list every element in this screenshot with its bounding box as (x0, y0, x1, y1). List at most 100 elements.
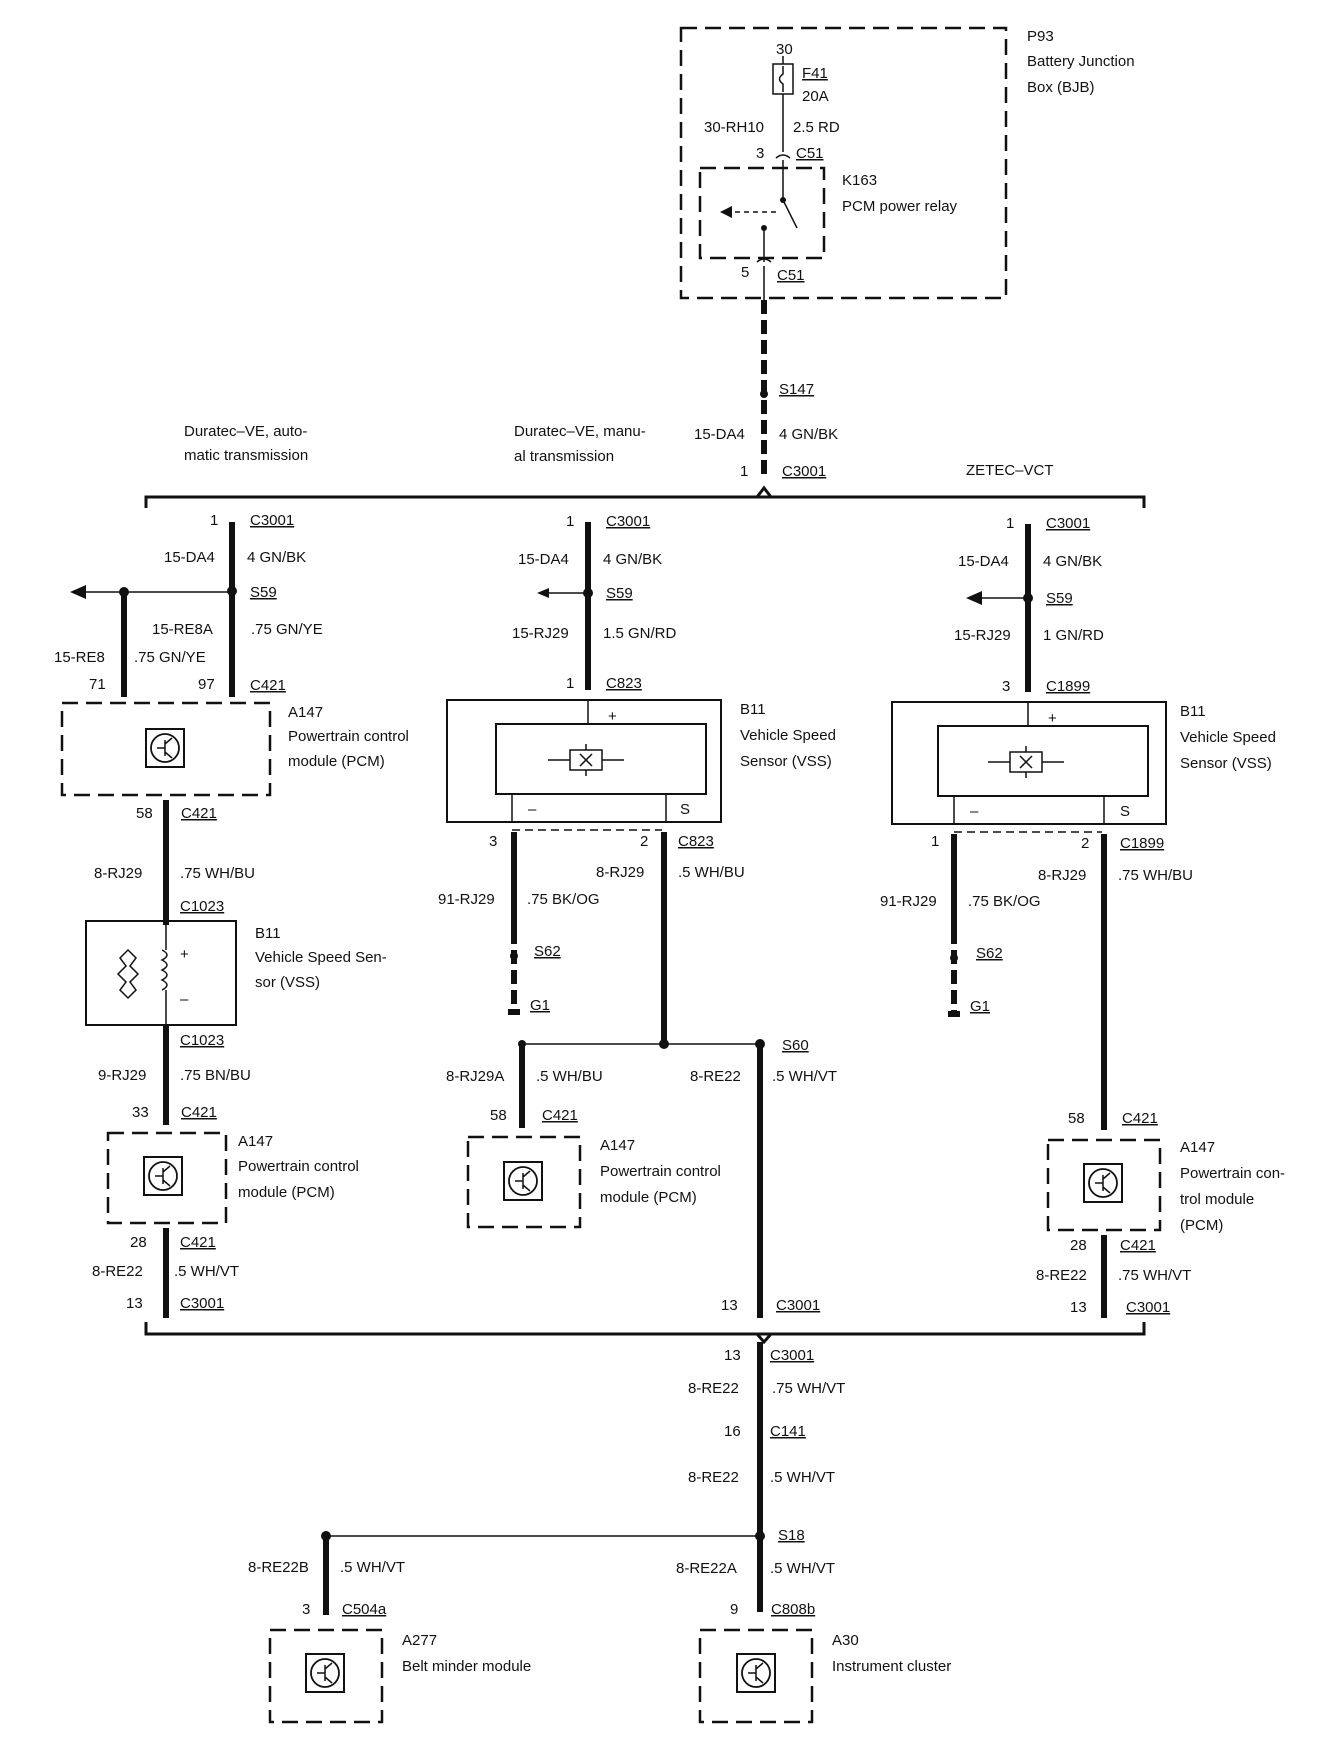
left-pcm2-line2: module (PCM) (238, 1184, 335, 1201)
right-c3001-pin: 1 (1006, 515, 1014, 532)
right-pcm-line3: (PCM) (1180, 1217, 1223, 1234)
mid-c823b: C823 (678, 833, 714, 850)
right-vss-sensor-icon (988, 746, 1064, 778)
left-branch2-id: 15-RE8 (54, 649, 105, 666)
bot-c808b: C808b (771, 1601, 815, 1618)
left-wire-id: 15-DA4 (164, 549, 215, 566)
right-w4-id: 8-RE22 (1036, 1267, 1087, 1284)
mid-pcm-line1: Powertrain control (600, 1163, 721, 1180)
mid-pcm-id: A147 (600, 1137, 635, 1154)
left-c3001b: C3001 (180, 1295, 224, 1312)
bjb-name-line2: Box (BJB) (1027, 79, 1095, 96)
instrument-cluster-name: Instrument cluster (832, 1658, 951, 1675)
right-vss-plus: + (1048, 710, 1057, 727)
right-splice-s62: S62 (976, 945, 1003, 962)
mid-sig-id: 8-RJ29 (596, 864, 644, 881)
bjb-outline (679, 26, 1008, 300)
left-pin97: 97 (198, 676, 215, 693)
splice-s147: S147 (779, 381, 814, 398)
right-pin28: 28 (1070, 1237, 1087, 1254)
relay-in-pin: 3 (756, 145, 764, 162)
left-c3001-pin: 1 (210, 512, 218, 529)
mid-vss-outline (446, 699, 722, 823)
variant-manual-line1: Duratec–VE, manu- (514, 423, 646, 440)
left-pin28: 28 (130, 1234, 147, 1251)
instrument-cluster-outline (698, 1628, 814, 1724)
bot-wa-spec: .5 WH/VT (770, 1560, 835, 1577)
mid-pin1: 1 (566, 675, 574, 692)
mid-splice-arrow-icon (537, 588, 549, 598)
bottom-variant-bracket (144, 1322, 1146, 1336)
left-splice-arrow-icon (70, 585, 86, 599)
bjb-id: P93 (1027, 28, 1054, 45)
mid-ground-g1: G1 (530, 997, 550, 1014)
left-w2-spec: .75 WH/BU (180, 865, 255, 882)
bot-pin13: 13 (724, 1347, 741, 1364)
right-vss-id: B11 (1180, 703, 1206, 720)
mid-vss-minus: – (528, 801, 537, 818)
bot-w1-id: 8-RE22 (688, 1380, 739, 1397)
left-pcm-id: A147 (288, 704, 323, 721)
belt-minder-name: Belt minder module (402, 1658, 531, 1675)
bot-wa-id: 8-RE22A (676, 1560, 737, 1577)
left-c421c: C421 (181, 1104, 217, 1121)
mid-splice-s59: S59 (606, 585, 633, 602)
right-splice-arrow-icon (966, 591, 982, 605)
bot-pin16: 16 (724, 1423, 741, 1440)
left-pcm-line1: Powertrain control (288, 728, 409, 745)
variant-manual-line2: al transmission (514, 448, 614, 465)
left-pin13: 13 (126, 1295, 143, 1312)
left-pin33: 33 (132, 1104, 149, 1121)
right-c3001b: C3001 (1126, 1299, 1170, 1316)
bot-splice-s18: S18 (778, 1527, 805, 1544)
left-vss-id: B11 (255, 925, 281, 942)
left-vss-sensor-icon (116, 925, 168, 1025)
relay-name: PCM power relay (842, 198, 958, 215)
left-w4-id: 8-RE22 (92, 1263, 143, 1280)
mid-w6-spec: .5 WH/VT (772, 1068, 837, 1085)
mid-splice-s60: S60 (782, 1037, 809, 1054)
right-pcm-icon (1083, 1163, 1123, 1203)
right-gnd-id: 91-RJ29 (880, 893, 937, 910)
mid-vss-line1: Vehicle Speed (740, 727, 836, 744)
bot-w2-spec: .5 WH/VT (770, 1469, 835, 1486)
bot-pin3: 3 (302, 1601, 310, 1618)
left-vss-minus: – (180, 991, 189, 1008)
left-pcm2-outline (106, 1131, 228, 1225)
belt-minder-id: A277 (402, 1632, 437, 1649)
left-vss-line1: Vehicle Speed Sen- (255, 949, 387, 966)
feed-wire-id: 15-DA4 (694, 426, 745, 443)
left-pcm2-line1: Powertrain control (238, 1158, 359, 1175)
mid-vss-plus: + (608, 708, 617, 725)
right-w1-spec: 1 GN/RD (1043, 627, 1104, 644)
right-c1899: C1899 (1046, 678, 1090, 695)
mid-w5-spec: .5 WH/BU (536, 1068, 603, 1085)
right-vss-outline (891, 701, 1167, 825)
mid-pcm-line2: module (PCM) (600, 1189, 697, 1206)
right-w1-id: 15-RJ29 (954, 627, 1011, 644)
right-pin1: 1 (931, 833, 939, 850)
mid-pin3: 3 (489, 833, 497, 850)
mid-gnd-spec: .75 BK/OG (527, 891, 600, 908)
left-c421d: C421 (180, 1234, 216, 1251)
right-vss-inner (937, 725, 1149, 797)
left-column-auto: 1 C3001 15-DA4 4 GN/BK S59 15-RE8A .75 G… (54, 512, 409, 1318)
feed-wire-spec: 4 GN/BK (779, 426, 838, 443)
mid-c3001b: C3001 (776, 1297, 820, 1314)
mid-gnd-id: 91-RJ29 (438, 891, 495, 908)
mid-pin2: 2 (640, 833, 648, 850)
mid-c3001: C3001 (606, 513, 650, 530)
mid-vss-inner (495, 723, 707, 795)
left-pin71: 71 (89, 676, 106, 693)
right-pin13: 13 (1070, 1299, 1087, 1316)
right-sig-id: 8-RJ29 (1038, 867, 1086, 884)
bot-w2-id: 8-RE22 (688, 1469, 739, 1486)
main-feed: S147 15-DA4 4 GN/BK 1 C3001 (694, 266, 838, 480)
right-vss-s: S (1120, 803, 1130, 820)
right-pin58: 58 (1068, 1110, 1085, 1127)
right-column-zetec: 1 C3001 15-DA4 4 GN/BK S59 15-RJ29 1 GN/… (880, 515, 1285, 1318)
left-wire-spec: 4 GN/BK (247, 549, 306, 566)
right-wire-spec: 4 GN/BK (1043, 553, 1102, 570)
instrument-cluster-icon (736, 1653, 776, 1693)
